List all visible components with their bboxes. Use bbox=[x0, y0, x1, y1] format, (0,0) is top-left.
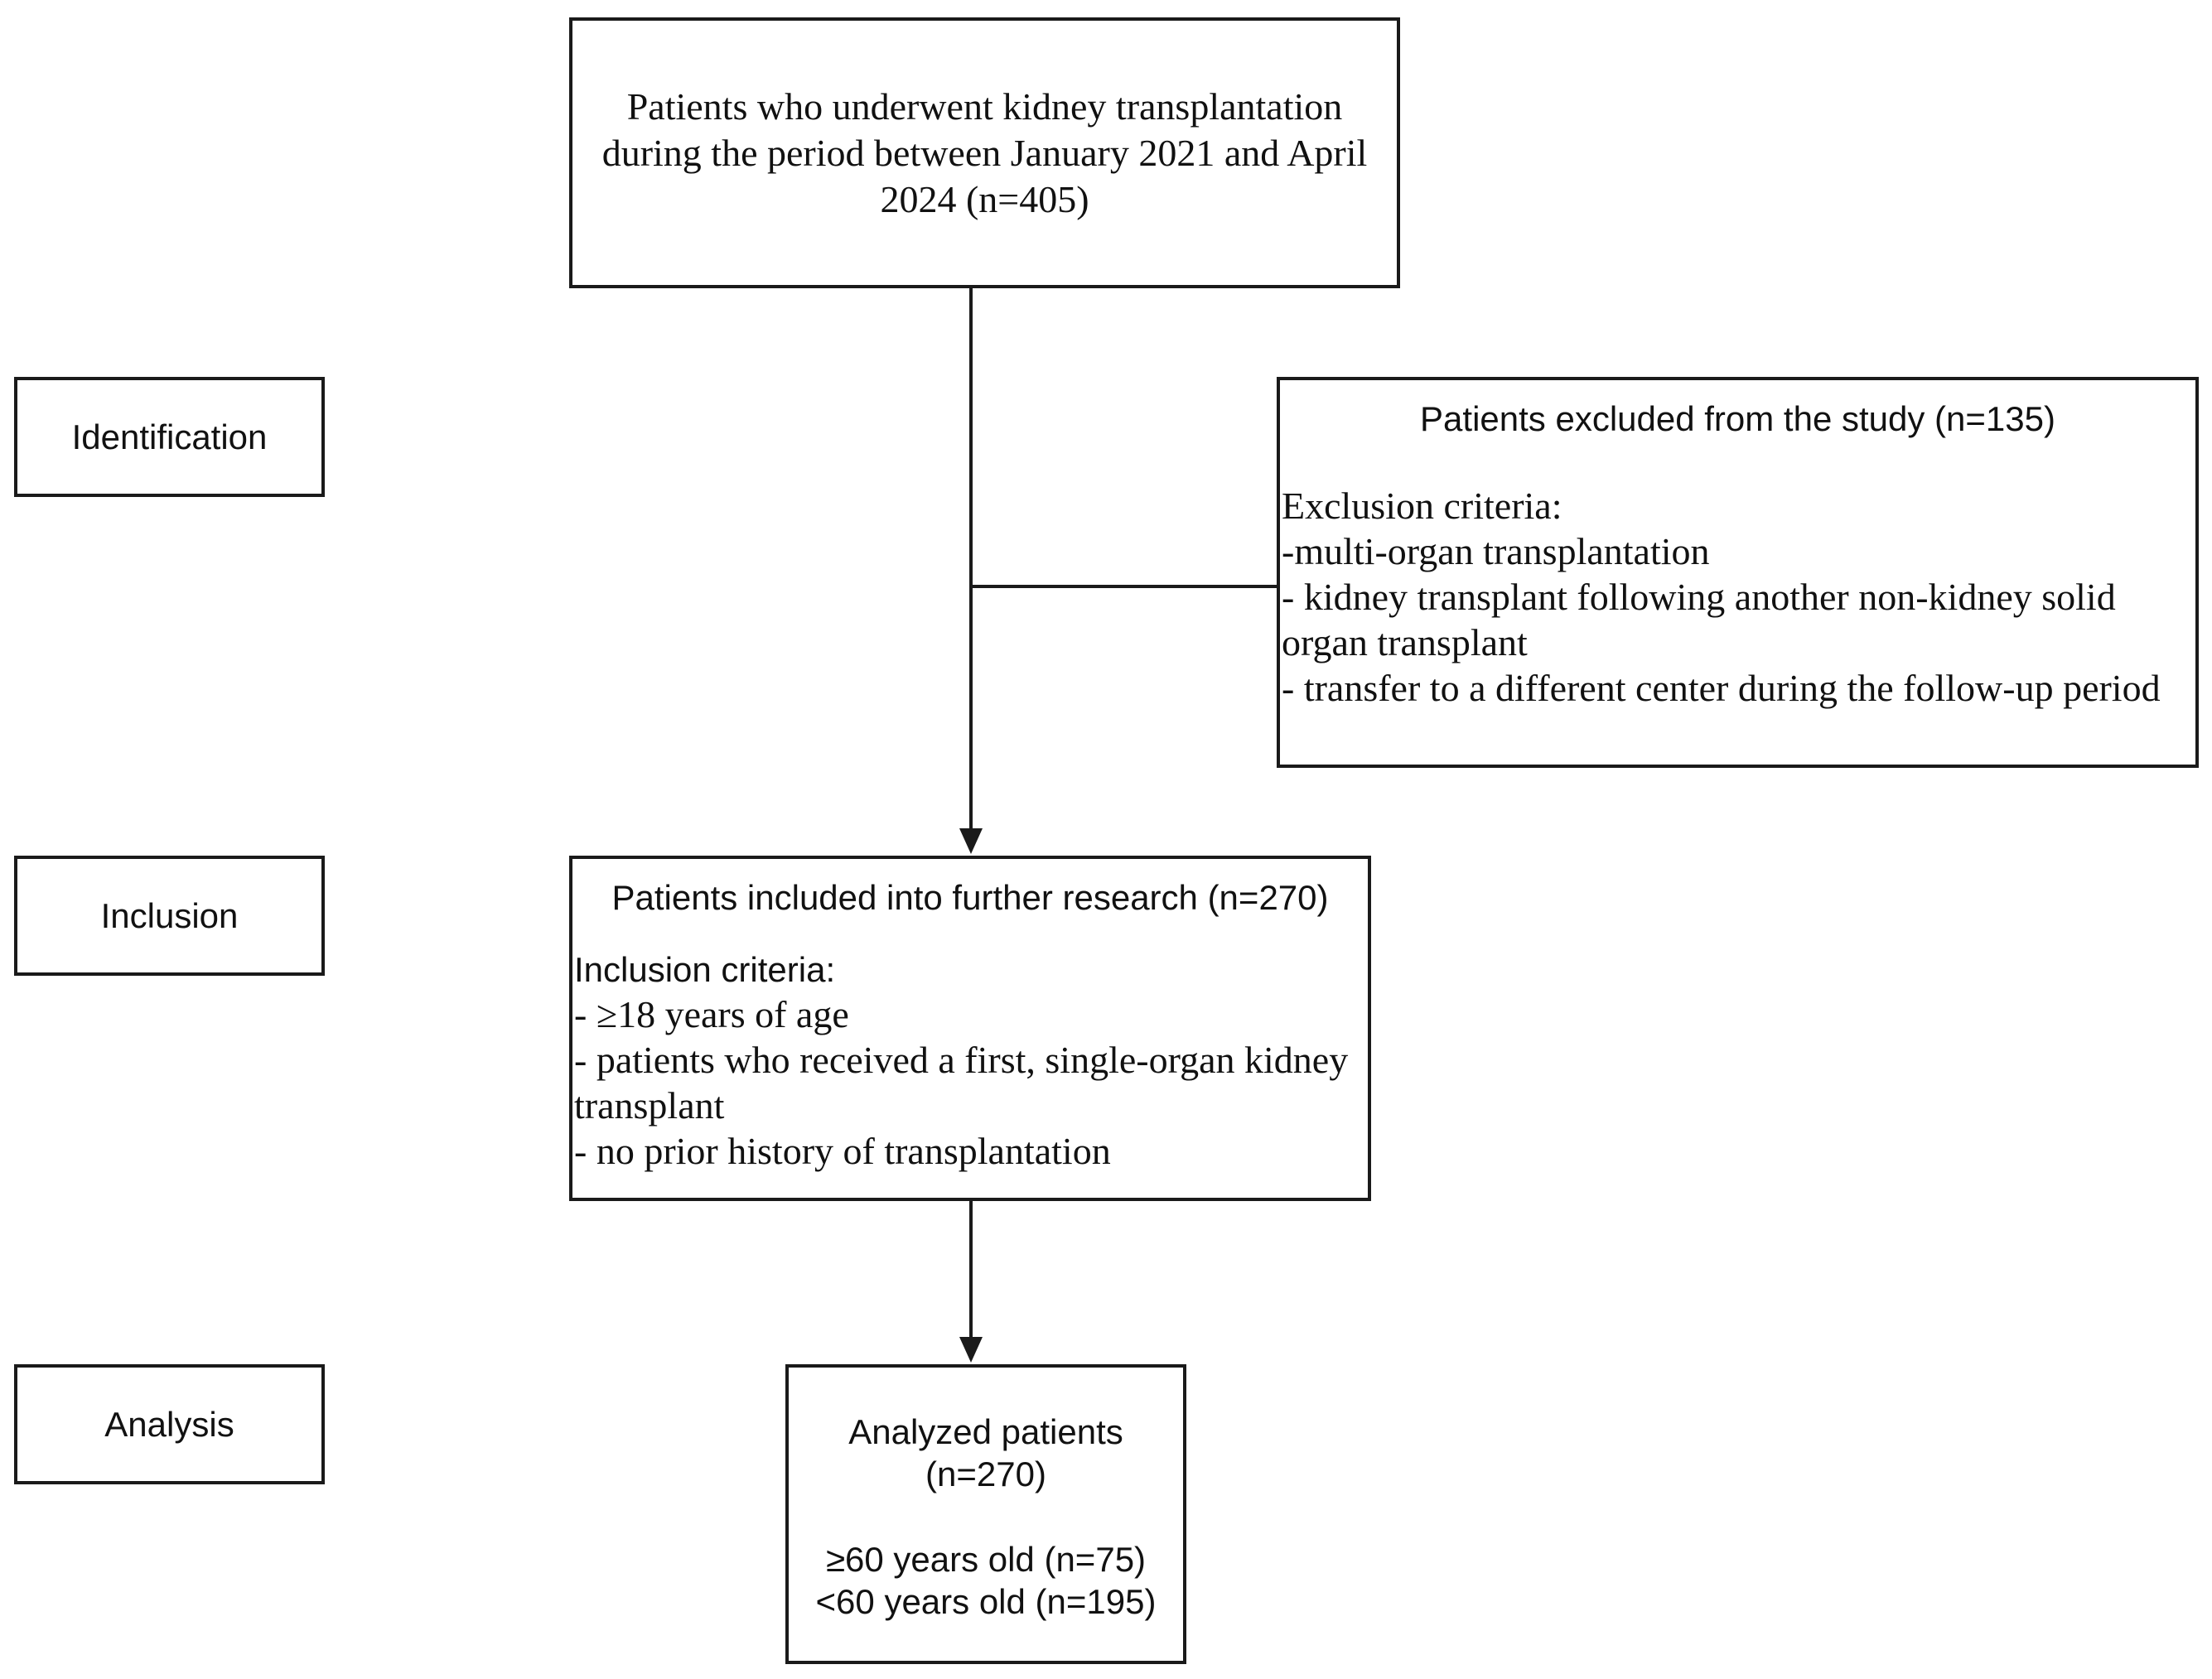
analyzed-count: (n=270) bbox=[925, 1455, 1046, 1493]
exclusion-criterion: - transfer to a different center during … bbox=[1282, 667, 2161, 709]
inclusion-criterion: - ≥18 years of age bbox=[574, 993, 849, 1035]
spacer bbox=[789, 1495, 1183, 1538]
analyzed-patients-box: Analyzed patients (n=270) ≥60 years old … bbox=[785, 1364, 1186, 1664]
stage-identification-label: Identification bbox=[71, 417, 268, 456]
stage-inclusion: Inclusion bbox=[14, 856, 325, 976]
included-patients-box: Patients included into further research … bbox=[569, 856, 1371, 1201]
stage-analysis: Analysis bbox=[14, 1364, 325, 1484]
identified-patients-text: Patients who underwent kidney transplant… bbox=[601, 84, 1368, 220]
age-group-younger: <60 years old (n=195) bbox=[815, 1582, 1157, 1621]
exclusion-criterion: - kidney transplant following another no… bbox=[1282, 576, 2116, 663]
exclusion-criterion: -multi-organ transplantation bbox=[1282, 530, 1710, 572]
arrowhead-to-inclusion bbox=[959, 828, 983, 854]
arrowhead-to-analysis bbox=[959, 1337, 983, 1363]
excluded-patients-box: Patients excluded from the study (n=135)… bbox=[1277, 377, 2199, 768]
age-group-older: ≥60 years old (n=75) bbox=[825, 1540, 1147, 1579]
exclusion-criteria-title: Exclusion criteria: bbox=[1282, 485, 1562, 527]
included-heading: Patients included into further research … bbox=[611, 878, 1329, 917]
analyzed-title: Analyzed patients bbox=[848, 1412, 1123, 1451]
identified-patients-box: Patients who underwent kidney transplant… bbox=[569, 17, 1400, 288]
stage-analysis-label: Analysis bbox=[104, 1404, 234, 1444]
stage-inclusion-label: Inclusion bbox=[100, 895, 239, 935]
inclusion-criterion: - no prior history of transplantation bbox=[574, 1130, 1111, 1172]
inclusion-criterion: - patients who received a first, single-… bbox=[574, 1039, 1349, 1127]
inclusion-criteria-title: Inclusion criteria: bbox=[574, 950, 836, 989]
excluded-heading: Patients excluded from the study (n=135) bbox=[1420, 399, 2055, 438]
stage-identification: Identification bbox=[14, 377, 325, 497]
